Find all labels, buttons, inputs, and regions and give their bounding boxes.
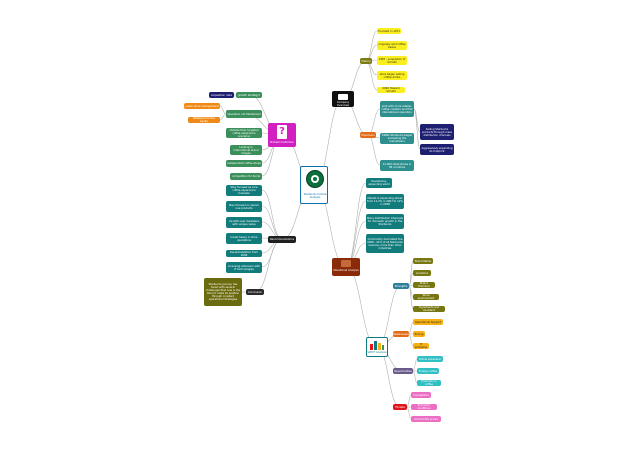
problem-item[interactable]: Outside their targeted coffee experience… [226,128,262,138]
company-overview-icon [338,94,348,100]
strengths-item[interactable]: Brand Name [413,258,433,264]
opportunities-node[interactable]: Opportunities [393,368,413,374]
operation-left-item[interactable]: Weakened brand equity [188,117,220,123]
history-item[interactable]: 1987 - acquisition of Schultz [377,56,407,65]
center-label: Starbucks Critical Analysis [303,193,327,199]
problem-definition-node[interactable]: ? Problem Definition [268,123,296,147]
growth-strategy-node[interactable]: growth strategy? [236,92,262,98]
question-mark-icon: ? [277,125,287,139]
operation-node[interactable]: Operation not Maintained [226,110,262,118]
threats-item[interactable]: Commodity prices [411,416,441,422]
connector-line [365,60,378,91]
expansion-node[interactable]: Expansion [360,132,376,138]
weaknesses-node[interactable]: Weaknesses [393,331,409,337]
center-node[interactable]: Starbucks Critical Analysis [300,166,328,204]
recommendation-item[interactable]: Up with new marketers with unique value [226,217,262,228]
expansion-subitem[interactable]: Selling Starbucks products through mass … [420,124,454,140]
opportunities-item[interactable]: Foreign coffee [417,368,439,374]
problem-item[interactable]: Lacking in International brand images [230,145,262,155]
situational-analysis-label: Situational Analysis [333,269,359,272]
expansion-item[interactable]: Joint with more retailer, coffee creatio… [380,101,414,117]
recommendations-node[interactable]: Recommendations [268,236,296,243]
recommendation-item[interactable]: Invest heavy in store operations [226,233,262,244]
recommendation-item[interactable]: Decentralization from 2008 [226,250,262,257]
threats-item[interactable]: Competitors [411,392,431,398]
problem-definition-label: Problem Definition [270,141,294,144]
situational-item[interactable]: Many Distribution Channels for domestic … [366,214,404,229]
connector-line [219,113,227,121]
connector-line [408,333,414,347]
connector-line [413,108,421,150]
history-node[interactable]: History [360,58,372,64]
conclusion-node[interactable]: Conclusion [246,289,264,295]
history-item[interactable]: originally sold coffee beans [377,41,407,50]
connector-line [408,285,414,310]
acquisition-risks-node[interactable]: Acquisition risks [209,92,234,98]
connector-line [412,358,418,372]
starbucks-logo-icon [306,170,324,188]
connector-line [345,266,378,348]
recommendation-item[interactable]: Stay focused on sensor one products [226,201,262,212]
strengths-item[interactable]: Locations [413,270,431,276]
problem-item[interactable]: Independent coffee shops [226,160,262,167]
strengths-node[interactable]: Strengths [393,283,409,289]
weaknesses-item[interactable]: IT problems [413,343,429,349]
connector-line [367,134,381,166]
strengths-item[interactable]: Store environment [413,294,439,300]
strengths-item[interactable]: Ingredients and excellent [413,306,445,312]
threats-node[interactable]: Threats [393,404,407,410]
connector-line [408,321,414,335]
history-item[interactable]: 2000 Howard Schultz [377,87,405,93]
weaknesses-item[interactable]: Pricing [413,331,425,337]
connector-line [412,370,418,384]
weaknesses-item[interactable]: Operational Support [413,319,443,325]
connector-line [406,406,412,420]
opportunities-item[interactable]: Products on coffee [417,380,441,386]
situational-item[interactable]: Developing, expanding world [366,178,392,188]
analysis-icon [341,260,351,267]
connector-line [219,105,227,115]
conclusion-text[interactable]: Starbucks journey has faced with several… [204,278,242,306]
operation-left-item[interactable]: Lower store management [184,103,220,109]
situational-item[interactable]: Market is expanding stores from 11.2% in… [366,194,404,209]
company-overview-node[interactable]: Company Overview [332,91,354,107]
expansion-subitem[interactable]: Aggressively expanding its footprint [420,144,454,155]
expansion-item[interactable]: 1980s Starbucks began exceeding the main… [380,133,414,144]
swot-chart-icon [370,340,384,350]
situational-item[interactable]: Commodity dominated the 2008 - 41% of al… [366,234,404,253]
strengths-item[interactable]: Brand Premium [413,282,435,288]
opportunities-item[interactable]: Online expansion [417,356,443,362]
recommendation-item[interactable]: Licensing extension with IT technologies [226,262,262,273]
history-item[interactable]: store began selling coffee drinks [377,71,407,80]
history-item[interactable]: Founded in 1971 [377,28,401,34]
connector-line [406,394,412,408]
problem-item[interactable]: competition for funds [230,173,262,180]
threats-item[interactable]: Economic conditions [411,404,437,410]
connector-line [261,189,283,240]
situational-analysis-node[interactable]: Situational Analysis [332,258,360,276]
recommendation-item[interactable]: Stay focused as core coffee experience b… [226,185,262,196]
expansion-item[interactable]: 12,000 retail stores in 38 countries [380,160,414,171]
connector-line [408,272,414,287]
company-overview-label: Company Overview [336,101,350,107]
swot-node[interactable]: SWOT Analysis [366,337,388,357]
swot-label: SWOT Analysis [367,351,387,354]
